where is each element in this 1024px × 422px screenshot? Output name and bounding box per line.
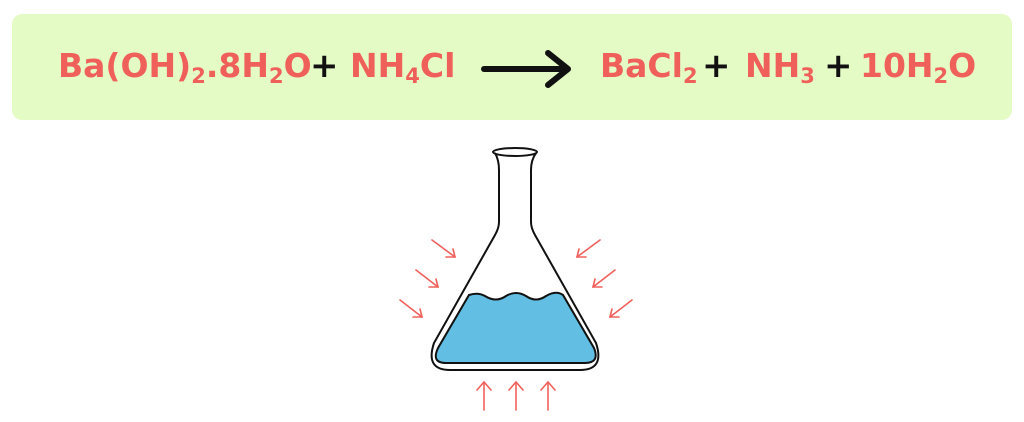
conical-flask-icon: [430, 147, 600, 371]
liquid: [434, 291, 597, 364]
arrow-up-icon: [540, 380, 556, 411]
arrow-in-icon: [415, 269, 440, 288]
arrow-in-icon: [575, 239, 601, 258]
product-water: 10H2O: [860, 46, 977, 88]
reactant-ammonium-chloride: NH4Cl: [350, 46, 456, 88]
arrow-up-icon: [476, 380, 492, 411]
reactant-barium-hydroxide: Ba(OH)2.8H2O: [58, 46, 312, 88]
arrow-in-icon: [399, 299, 424, 318]
arrow-in-icon: [608, 299, 633, 318]
plus-sign: +: [702, 46, 731, 86]
plus-sign: +: [310, 46, 339, 86]
arrow-up-icon: [508, 380, 524, 411]
reaction-arrow-icon: [481, 50, 571, 88]
product-ammonia: NH3: [745, 46, 815, 88]
product-barium-chloride: BaCl2: [600, 46, 698, 88]
plus-sign: +: [824, 46, 853, 86]
arrow-in-icon: [431, 239, 457, 258]
arrow-in-icon: [591, 269, 616, 288]
cooling-arrows: [399, 239, 633, 411]
